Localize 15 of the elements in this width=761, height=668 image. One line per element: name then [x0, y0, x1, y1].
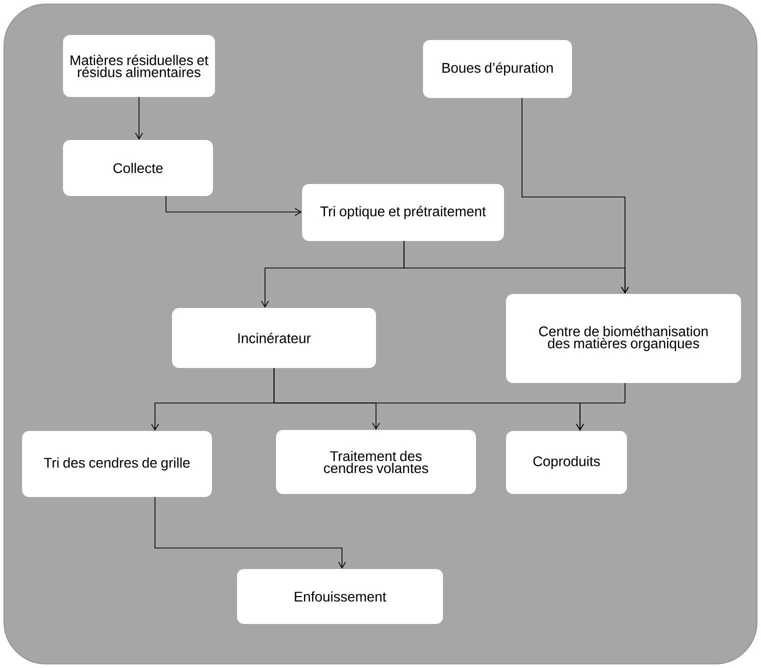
- process-box: Matières résiduelles et résidus alimentaires: [63, 34, 215, 97]
- process-box: Coproduits: [506, 430, 627, 494]
- arrow: [166, 196, 302, 216]
- process-box: Traitement des cendres volantes: [276, 430, 476, 494]
- arrow: [576, 382, 626, 431]
- process-box: Incinérateur: [172, 308, 376, 368]
- arrow: [135, 96, 143, 140]
- process-box: Collecte: [63, 140, 213, 196]
- process-box: Boues d’épuration: [423, 40, 572, 98]
- arrow: [154, 496, 346, 569]
- process-box: Enfouissement: [237, 568, 443, 624]
- process-box: Tri des cendres de grille: [22, 430, 212, 497]
- process-box: Tri optique et prétraitement: [302, 184, 504, 241]
- process-box: Centre de biométhanisation des matières organiques: [506, 294, 741, 383]
- arrow: [404, 240, 629, 294]
